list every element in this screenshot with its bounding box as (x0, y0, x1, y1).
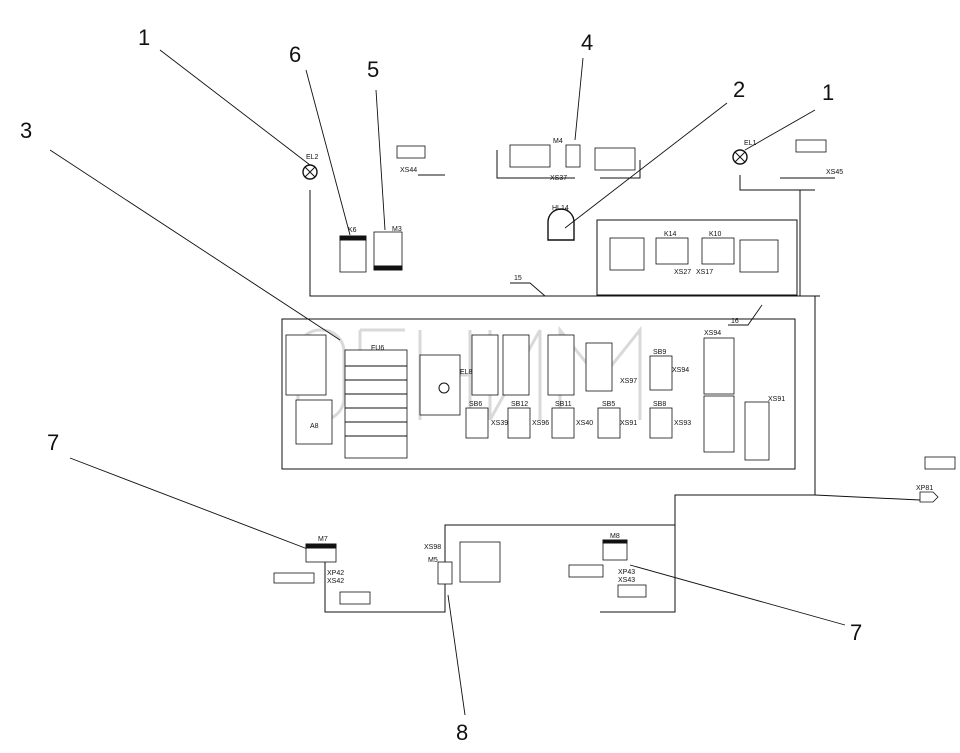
svg-text:XS91: XS91 (768, 396, 785, 403)
svg-text:SB8: SB8 (653, 401, 666, 408)
harness-frames (281, 150, 921, 613)
connector-xs91: XS91 (744, 396, 785, 461)
callout-5: 5 (367, 57, 379, 82)
svg-text:SB6: SB6 (469, 401, 482, 408)
svg-text:XS43: XS43 (618, 577, 635, 584)
svg-text:XS39: XS39 (491, 420, 508, 427)
svg-text:A8: A8 (310, 423, 319, 430)
motor-m7: M7 XP42 XS42 (273, 536, 371, 605)
relay-k14: K14 XS27 (655, 231, 691, 276)
svg-text:EL2: EL2 (306, 154, 319, 161)
harness-15: 15 (514, 275, 522, 282)
callouts: 1 6 5 4 2 1 3 7 7 8 (20, 25, 862, 745)
relay-blocks: XS97 (471, 334, 637, 396)
svg-text:SB5: SB5 (602, 401, 615, 408)
callout-8: 8 (456, 720, 468, 745)
svg-text:EL8: EL8 (460, 369, 473, 376)
callout-2: 2 (733, 77, 745, 102)
svg-text:XS45: XS45 (826, 169, 843, 176)
svg-text:XS98: XS98 (424, 544, 441, 551)
connector-xp81: XP81 (916, 456, 956, 503)
svg-text:K10: K10 (709, 231, 722, 238)
svg-text:SB11: SB11 (555, 401, 572, 408)
svg-text:SB12: SB12 (511, 401, 528, 408)
lamp-el2: EL2 (302, 154, 319, 180)
relay-k6: K6 (339, 227, 367, 273)
connector-xs45: XS45 (795, 139, 843, 176)
svg-text:EL1: EL1 (744, 140, 757, 147)
switch-row: SB6 XS39 SB12 XS96 SB11 XS40 SB5 XS91 SB… (465, 349, 691, 439)
svg-text:XS44: XS44 (400, 167, 417, 174)
connector-xs44: XS44 (396, 145, 426, 174)
svg-text:FU6: FU6 (371, 345, 384, 352)
svg-text:XS17: XS17 (696, 269, 713, 276)
lamp-el1: EL1 (732, 140, 757, 165)
svg-text:M4: M4 (553, 138, 563, 145)
callout-7-left: 7 (47, 430, 59, 455)
harness-labels: 15 16 (510, 275, 763, 326)
fuse-block-fu6: FU6 (344, 345, 408, 459)
svg-text:XP43: XP43 (618, 569, 635, 576)
callout-1-left: 1 (138, 25, 150, 50)
svg-text:HL14: HL14 (552, 205, 569, 212)
svg-text:XS42: XS42 (327, 578, 344, 585)
svg-text:K6: K6 (348, 227, 357, 234)
svg-text:XP81: XP81 (916, 485, 933, 492)
svg-text:XS91: XS91 (620, 420, 637, 427)
svg-text:XP42: XP42 (327, 570, 344, 577)
lamp-hl14: HL14 (547, 205, 575, 241)
motor-m3: M3 (373, 226, 403, 271)
unit-a8: A8 (285, 334, 333, 445)
connector-xs94: XS94 (703, 330, 735, 453)
svg-text:M3: M3 (392, 226, 402, 233)
svg-text:SB9: SB9 (653, 349, 666, 356)
svg-text:M5: M5 (428, 557, 438, 564)
harness-16: 16 (731, 318, 739, 325)
svg-text:XS27: XS27 (674, 269, 691, 276)
svg-text:M7: M7 (318, 536, 328, 543)
svg-text:XS37: XS37 (550, 175, 567, 182)
svg-text:K14: K14 (664, 231, 677, 238)
lamp-el8: EL8 (419, 354, 473, 416)
svg-text:XS94: XS94 (704, 330, 721, 337)
svg-text:XS97: XS97 (620, 378, 637, 385)
svg-text:XS94: XS94 (672, 367, 689, 374)
motor-m5: M5 XS98 (424, 541, 501, 585)
callout-3: 3 (20, 118, 32, 143)
callout-6: 6 (289, 42, 301, 67)
callout-4: 4 (581, 30, 593, 55)
callout-1-right: 1 (822, 80, 834, 105)
svg-text:M8: M8 (610, 533, 620, 540)
motor-m8: M8 XP43 XS43 (568, 533, 647, 598)
svg-text:XS96: XS96 (532, 420, 549, 427)
svg-text:XS40: XS40 (576, 420, 593, 427)
relay-k10: K10 XS17 (609, 231, 779, 276)
svg-text:XS93: XS93 (674, 420, 691, 427)
callout-7-right: 7 (850, 620, 862, 645)
motor-m4: M4 XS37 (509, 138, 636, 182)
